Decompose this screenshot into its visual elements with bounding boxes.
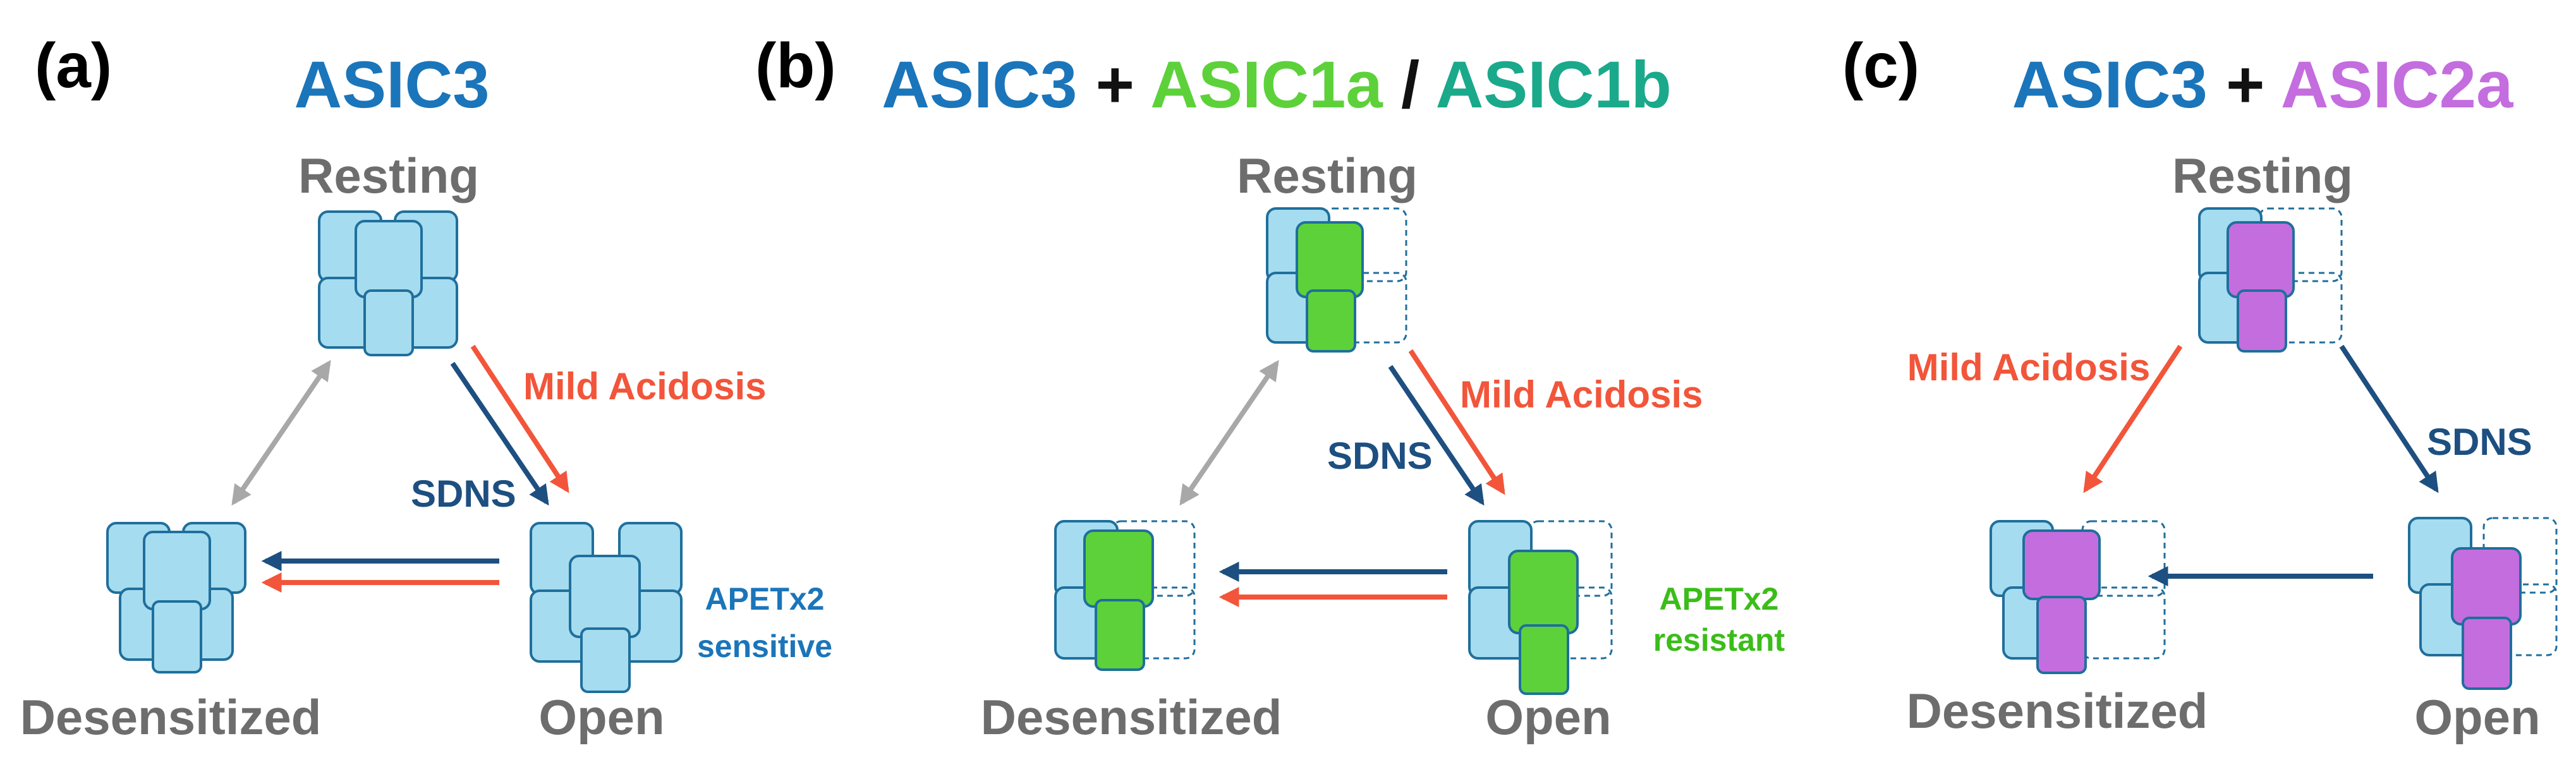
panel-b-state-desensitized: Desensitized — [981, 689, 1282, 745]
panel-c-arrow-mild-acidosis — [2083, 344, 2183, 493]
panel-a-title: ASIC3 — [294, 48, 489, 122]
panel-b-mild-acidosis-label: Mild Acidosis — [1460, 373, 1703, 416]
panel-b-title-asic1b: ASIC1b — [1435, 48, 1671, 122]
panel-b-sdns-label: SDNS — [1327, 435, 1433, 477]
panel-c-open-channel-icon — [2408, 517, 2558, 690]
panel-c-desensitized-channel-icon — [1990, 520, 2166, 674]
panel-c-arrow-sdns — [2339, 344, 2439, 493]
panel-b-title-asic1a: ASIC1a — [1150, 48, 1383, 122]
panel-b-open-channel-icon — [1468, 520, 1613, 695]
panel-b: (b) ASIC3 + ASIC1a / ASIC1b Resting — [755, 30, 1785, 745]
panel-c-letter: (c) — [1842, 30, 1919, 101]
panel-c: (c) ASIC3 + ASIC2a Resting — [1842, 30, 2558, 745]
panel-b-arrow-mild-acidosis — [1408, 349, 1505, 495]
panel-b-apetx2-line1: APETx2 — [1660, 581, 1779, 617]
panel-a-apetx2-line2: sensitive — [697, 629, 832, 664]
panel-c-state-open: Open — [2414, 689, 2540, 745]
panel-a-state-desensitized: Desensitized — [20, 689, 322, 745]
panel-a-apetx2-line1: APETx2 — [705, 581, 825, 617]
panel-a-mild-acidosis-label: Mild Acidosis — [523, 365, 767, 408]
panel-c-title: ASIC3 + ASIC2a — [2012, 48, 2514, 122]
panel-a-resting-channel-icon — [318, 210, 458, 356]
panel-b-title-plus: + — [1096, 48, 1151, 122]
panel-c-sdns-label: SDNS — [2427, 421, 2532, 463]
panel-c-state-resting: Resting — [2172, 148, 2353, 203]
panel-c-state-desensitized: Desensitized — [1907, 683, 2208, 739]
panel-c-resting-channel-icon — [2198, 207, 2343, 353]
panel-c-title-plus: + — [2226, 48, 2281, 122]
panel-a-arrow-sdns — [450, 361, 549, 506]
panel-c-title-asic2a: ASIC2a — [2281, 48, 2514, 122]
panel-b-resting-channel-icon — [1266, 207, 1407, 353]
panel-a-sdns-label: SDNS — [411, 473, 516, 515]
panel-b-state-open: Open — [1485, 689, 1611, 745]
panel-a: (a) ASIC3 Resting — [20, 30, 832, 745]
panel-b-arrow-sdns — [1388, 365, 1485, 506]
panel-a-arrow-resting-desensitized — [231, 359, 331, 506]
panel-a-state-resting: Resting — [298, 148, 479, 203]
panel-b-state-resting: Resting — [1237, 148, 1418, 203]
panel-a-title-asic3: ASIC3 — [294, 48, 489, 122]
panel-a-desensitized-channel-icon — [106, 522, 246, 673]
panel-b-title-asic3: ASIC3 — [882, 48, 1077, 122]
panel-b-desensitized-channel-icon — [1054, 520, 1196, 671]
panel-c-title-asic3: ASIC3 — [2012, 48, 2208, 122]
panel-a-open-channel-icon — [530, 522, 683, 693]
panel-c-mild-acidosis-label: Mild Acidosis — [1907, 346, 2151, 389]
panel-b-arrow-resting-desensitized — [1179, 359, 1279, 506]
panel-a-letter: (a) — [35, 30, 112, 101]
panel-a-state-open: Open — [538, 689, 664, 745]
panel-b-apetx2-line2: resistant — [1653, 622, 1785, 658]
panel-a-arrow-mild-acidosis — [470, 344, 569, 493]
panel-b-letter: (b) — [755, 30, 836, 101]
panel-b-title: ASIC3 + ASIC1a / ASIC1b — [882, 48, 1672, 122]
panel-b-title-slash: / — [1401, 48, 1435, 122]
